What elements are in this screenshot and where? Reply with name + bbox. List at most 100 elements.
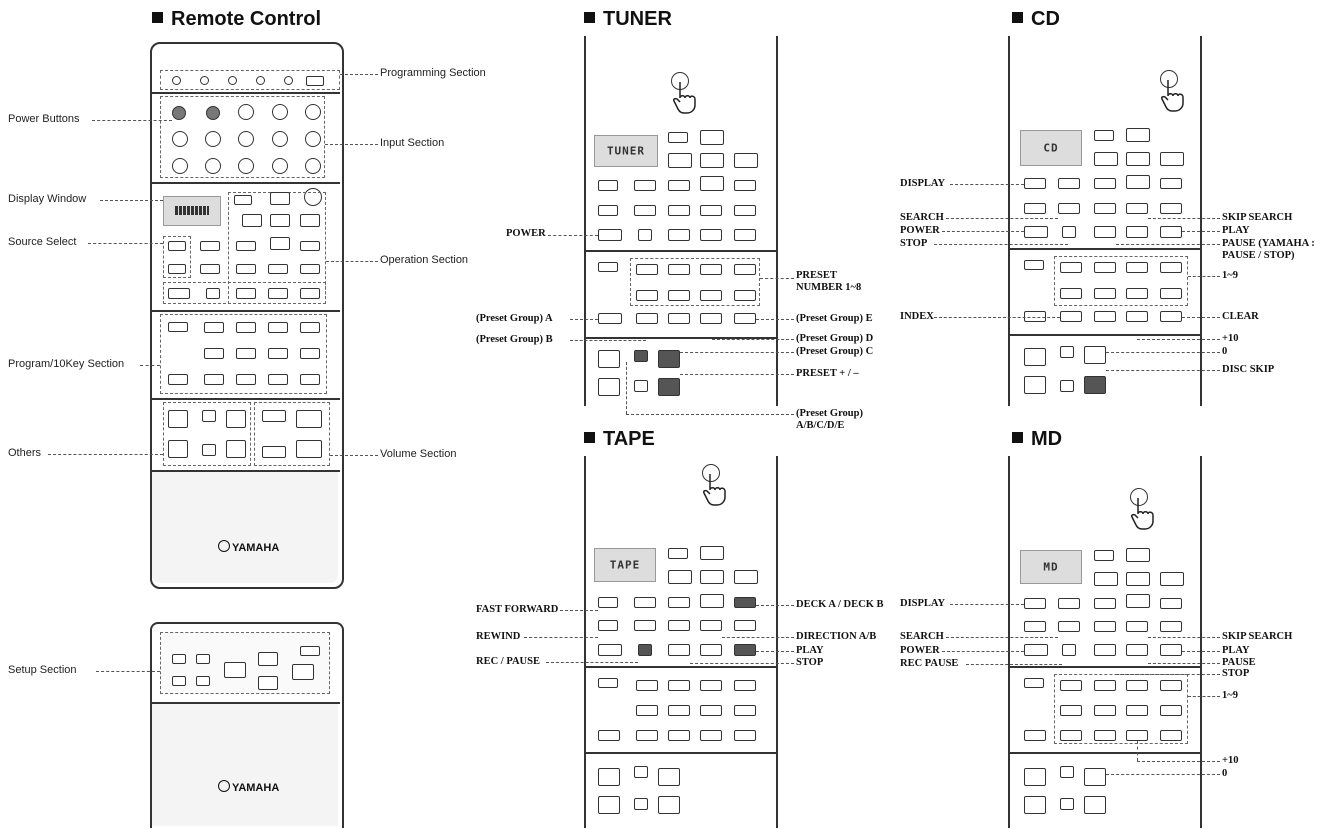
- setup-minus-button[interactable]: [224, 662, 246, 678]
- input-button-1[interactable]: [238, 104, 254, 120]
- key-4[interactable]: [300, 322, 320, 333]
- tuner-search-rew[interactable]: [634, 205, 656, 216]
- cd-display-button[interactable]: [1058, 178, 1080, 189]
- md-pause-button[interactable]: [1126, 644, 1148, 656]
- tuner-enter-button[interactable]: [700, 153, 724, 168]
- tape-key-5[interactable]: [636, 705, 658, 716]
- tuner-preset-plus[interactable]: [658, 350, 680, 368]
- input-button-13[interactable]: [305, 158, 321, 174]
- cd-search-rew[interactable]: [1058, 203, 1080, 214]
- program-button-3[interactable]: [228, 76, 237, 85]
- tape-key-1[interactable]: [636, 680, 658, 691]
- tuner-down-button[interactable]: [700, 176, 724, 191]
- md-key-4[interactable]: [1160, 680, 1182, 691]
- tuner-title-button[interactable]: [668, 132, 688, 143]
- tuner-search-ff[interactable]: [668, 205, 690, 216]
- tape-preset-minus[interactable]: [658, 796, 680, 814]
- preset-minus-button[interactable]: [226, 440, 246, 458]
- tape-tv-mute[interactable]: [634, 798, 648, 810]
- md-up-button[interactable]: [1126, 548, 1150, 562]
- tuner-source-up[interactable]: [598, 180, 618, 191]
- tuner-group-a-button[interactable]: [598, 313, 622, 324]
- cd-key-8[interactable]: [1160, 288, 1182, 299]
- tuner-stop-button[interactable]: [638, 229, 652, 241]
- md-key-plus10[interactable]: [1126, 730, 1148, 741]
- transport-play-left-button[interactable]: [268, 288, 288, 299]
- cd-key-6[interactable]: [1094, 288, 1116, 299]
- md-key-7[interactable]: [1126, 705, 1148, 716]
- md-key-1[interactable]: [1060, 680, 1082, 691]
- cd-power-button[interactable]: [1024, 226, 1048, 238]
- cd-key-7[interactable]: [1126, 288, 1148, 299]
- md-zero-button[interactable]: [1084, 768, 1106, 786]
- tape-key-12[interactable]: [734, 730, 756, 741]
- cd-search-ff[interactable]: [1094, 203, 1116, 214]
- tape-key-8[interactable]: [734, 705, 756, 716]
- transport-play-button[interactable]: [300, 288, 320, 299]
- tape-key-7[interactable]: [700, 705, 722, 716]
- tuner-preset-1[interactable]: [636, 264, 658, 275]
- md-ch-plus[interactable]: [1024, 768, 1046, 786]
- key-12[interactable]: [300, 374, 320, 385]
- enter-button[interactable]: [270, 214, 290, 227]
- standby-button[interactable]: [206, 106, 220, 120]
- tuner-pause-button[interactable]: [668, 229, 690, 241]
- tuner-preset-6[interactable]: [668, 290, 690, 301]
- md-search-ff[interactable]: [1094, 621, 1116, 632]
- tuner-ch-minus[interactable]: [598, 378, 620, 396]
- md-stop-button[interactable]: [1094, 644, 1116, 656]
- 10key-switch[interactable]: [168, 322, 188, 332]
- tuner-preset-minus[interactable]: [658, 378, 680, 396]
- setup-down-button[interactable]: [258, 676, 278, 690]
- tape-menu-button[interactable]: [668, 597, 690, 608]
- input-button-6[interactable]: [238, 131, 254, 147]
- system-power-button[interactable]: [172, 106, 186, 120]
- tape-play-button[interactable]: [734, 644, 756, 656]
- cursor-up-button[interactable]: [270, 192, 290, 205]
- cd-sound-button[interactable]: [1160, 178, 1182, 189]
- volume-minus-button[interactable]: [296, 440, 322, 458]
- input-button-10[interactable]: [205, 158, 221, 174]
- cd-key-3[interactable]: [1126, 262, 1148, 273]
- tape-rew-button[interactable]: [598, 620, 618, 631]
- tuner-group-b-button[interactable]: [636, 313, 658, 324]
- tuner-preset-4[interactable]: [734, 264, 756, 275]
- tuner-preset-2[interactable]: [668, 264, 690, 275]
- input-button-5[interactable]: [205, 131, 221, 147]
- tuner-group-c-button[interactable]: [668, 313, 690, 324]
- skip-back-button[interactable]: [268, 264, 288, 274]
- cd-tv-input[interactable]: [1060, 346, 1074, 358]
- tuner-display-button[interactable]: [634, 180, 656, 191]
- md-title-button[interactable]: [1094, 550, 1114, 561]
- md-source-down[interactable]: [1024, 621, 1046, 632]
- input-button-9[interactable]: [172, 158, 188, 174]
- tape-pause-button[interactable]: [700, 644, 722, 656]
- setup-button-3[interactable]: [172, 676, 186, 686]
- md-skip-back[interactable]: [1126, 621, 1148, 632]
- md-left-button[interactable]: [1094, 572, 1118, 586]
- cd-key-1[interactable]: [1060, 262, 1082, 273]
- md-menu-button[interactable]: [1094, 598, 1116, 609]
- input-button-11[interactable]: [238, 158, 254, 174]
- setup-plus-button[interactable]: [292, 664, 314, 680]
- tape-left-button[interactable]: [668, 570, 692, 584]
- md-key-6[interactable]: [1094, 705, 1116, 716]
- title-button[interactable]: [234, 195, 252, 205]
- tape-10key-switch[interactable]: [598, 678, 618, 688]
- md-10key-switch[interactable]: [1024, 678, 1044, 688]
- tuner-power-button[interactable]: [598, 229, 622, 241]
- md-key-10[interactable]: [1094, 730, 1116, 741]
- md-key-9[interactable]: [1060, 730, 1082, 741]
- tape-tv-input[interactable]: [634, 766, 648, 778]
- cd-source-down[interactable]: [1024, 203, 1046, 214]
- tape-direction-button[interactable]: [700, 620, 722, 631]
- cd-disc-skip-button[interactable]: [1084, 376, 1106, 394]
- md-sound-button[interactable]: [1160, 598, 1182, 609]
- key-6[interactable]: [236, 348, 256, 359]
- tuner-left-button[interactable]: [668, 153, 692, 168]
- md-key-5[interactable]: [1060, 705, 1082, 716]
- source-up-button[interactable]: [168, 241, 186, 251]
- md-key-8[interactable]: [1160, 705, 1182, 716]
- tape-ch-minus[interactable]: [598, 796, 620, 814]
- cursor-left-button[interactable]: [242, 214, 262, 227]
